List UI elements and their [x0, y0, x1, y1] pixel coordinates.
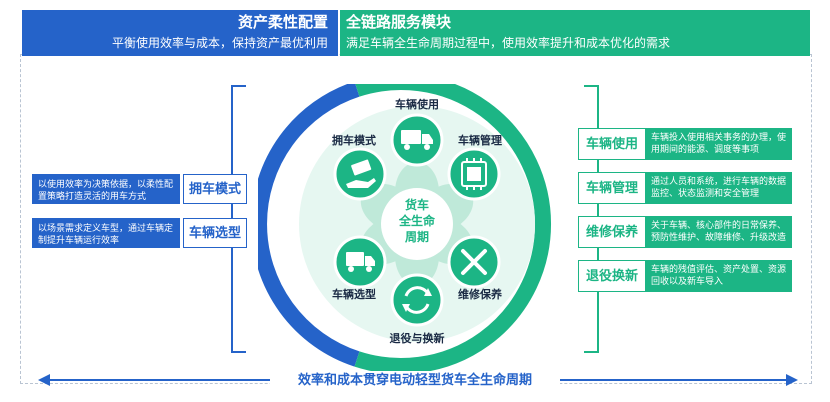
truck-icon: [401, 130, 433, 150]
bottom-arrow-right-head: [786, 374, 798, 386]
bottom-label: 效率和成本贯穿电动轻型货车全生命周期: [270, 371, 560, 389]
chip-icon: [461, 158, 487, 190]
center-title-1: 货车: [405, 197, 429, 212]
lifecycle-wheel: 货车 全生命 周期 车辆使用 车辆管理 维修保养: [258, 84, 552, 374]
node-usage: [390, 113, 444, 167]
left-label-2: 车辆选型: [183, 218, 247, 248]
left-desc-2: 以场景需求定义车型，通过车辆定制提升车辆运行效率: [32, 218, 180, 248]
node-label-usage: 车辆使用: [395, 97, 439, 111]
header-right: 全链路服务模块 满足车辆全生命周期过程中，使用效率提升和成本优化的需求: [340, 10, 810, 56]
tools-icon: [461, 249, 487, 275]
right-label-2: 车辆管理: [578, 172, 646, 204]
node-label-selection: 车辆选型: [332, 287, 376, 301]
left-label-1: 拥车模式: [183, 174, 247, 204]
right-desc-4: 车辆的残值评估、资产处置、资源回收以及新车导入: [646, 260, 792, 292]
recycle-icon: [402, 286, 432, 314]
ring-green-arc: [354, 84, 552, 374]
center-circle: [381, 188, 453, 260]
node-label-management: 车辆管理: [458, 133, 502, 147]
node-selection: [333, 235, 387, 289]
bottom-arrow-left-head: [38, 374, 50, 386]
center-title-2: 全生命: [398, 213, 436, 228]
money-hand-icon: [346, 159, 376, 188]
right-label-4: 退役换新: [578, 260, 646, 292]
header-right-subtitle: 满足车辆全生命周期过程中，使用效率提升和成本优化的需求: [346, 36, 671, 50]
node-label-retire: 退役与换新: [390, 331, 445, 345]
truck-side-icon: [346, 252, 375, 272]
node-ownership: [333, 147, 387, 201]
header-left-subtitle: 平衡使用效率与成本，保持资产最优利用: [111, 36, 328, 50]
node-maintenance: [447, 235, 501, 289]
right-label-1: 车辆使用: [578, 128, 646, 160]
node-label-ownership: 拥车模式: [332, 133, 376, 147]
header-right-title: 全链路服务模块: [346, 14, 452, 31]
node-retire: [390, 273, 444, 327]
header-left-title: 资产柔性配置: [237, 14, 328, 31]
ring-blue-arc: [258, 84, 360, 367]
header-left: 资产柔性配置 平衡使用效率与成本，保持资产最优利用: [22, 10, 338, 56]
node-management: [447, 147, 501, 201]
right-label-3: 维修保养: [578, 216, 646, 248]
right-desc-3: 关于车辆、核心部件的日常保养、预防性维护、故障维修、升级改造: [646, 216, 792, 248]
right-desc-1: 车辆投入使用相关事务的办理，使用期间的能源、调度等事项: [646, 128, 792, 160]
left-desc-1: 以使用效率为决策依据，以柔性配置策略打造灵活的用车方式: [32, 174, 180, 204]
right-desc-2: 通过人员和系统，进行车辆的数据监控、状态监测和安全管理: [646, 172, 792, 204]
node-label-maintenance: 维修保养: [458, 287, 503, 301]
center-title-3: 周期: [405, 229, 429, 244]
